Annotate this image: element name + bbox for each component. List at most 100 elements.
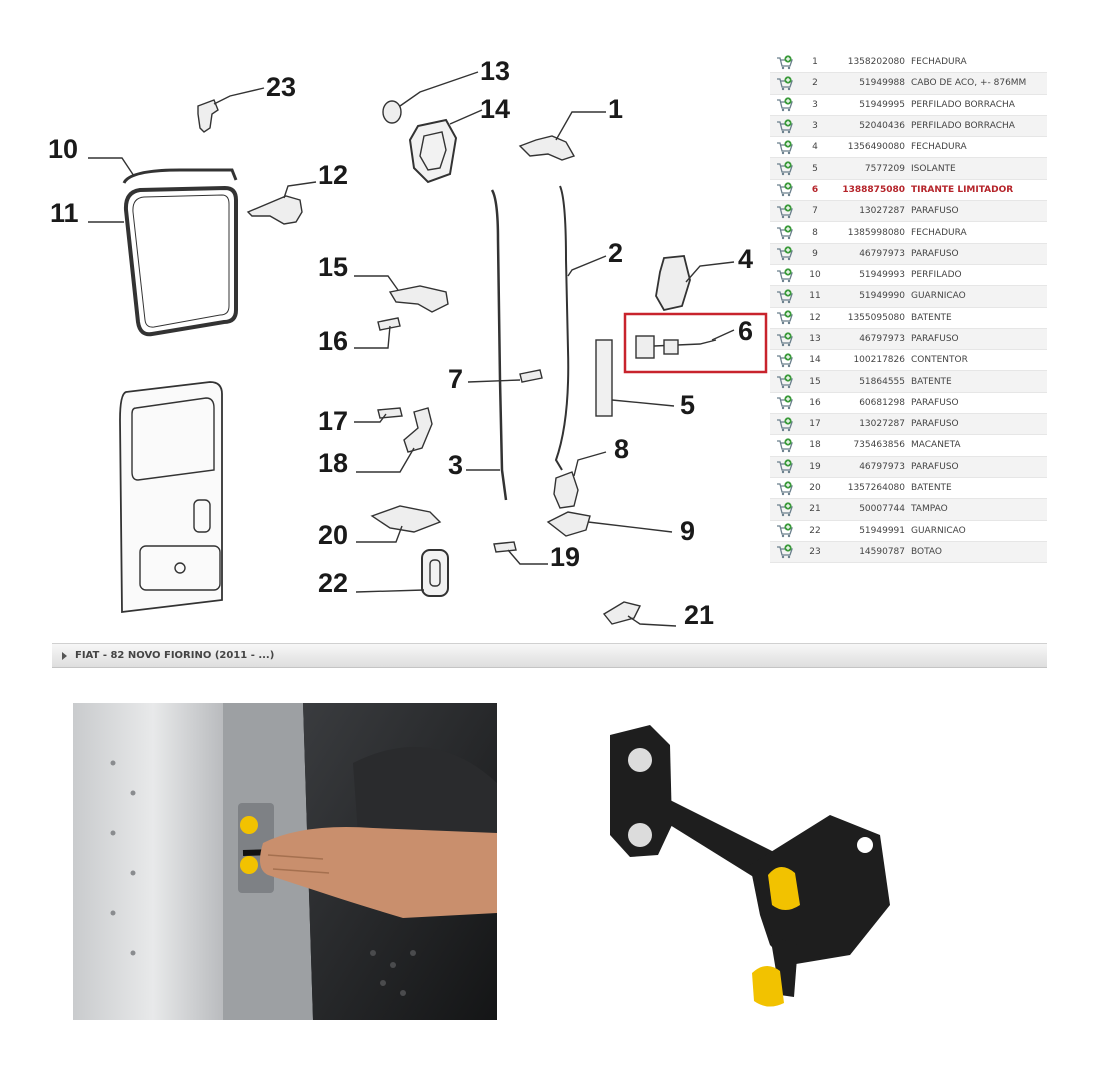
parts-table-row: 23 14590787 BOTAO [770, 541, 1047, 564]
part-code: 13027287 [830, 200, 911, 223]
hand [259, 827, 497, 918]
callout-5: 5 [680, 390, 696, 420]
yellow-stopper-upper [768, 866, 800, 910]
add-to-cart-icon[interactable] [776, 459, 794, 474]
add-to-cart-icon[interactable] [776, 480, 794, 496]
part-description: TIRANTE LIMITADOR [911, 179, 1047, 202]
add-to-cart-icon[interactable] [776, 502, 794, 517]
limiter-stopper-lower [240, 856, 258, 874]
add-to-cart-icon[interactable] [776, 246, 794, 261]
part-code: 50007744 [830, 498, 911, 521]
add-to-cart-icon[interactable] [776, 97, 794, 112]
callout-23: 23 [266, 72, 297, 102]
part-position: 13 [800, 328, 830, 351]
part-description: ISOLANTE [911, 157, 1047, 180]
part-description: PARAFUSO [911, 200, 1047, 223]
add-to-cart-icon[interactable] [776, 544, 794, 559]
part-17-screw [377, 407, 403, 419]
part-14-container [408, 118, 458, 184]
add-to-cart-icon[interactable] [776, 55, 794, 70]
part-code: 13027287 [830, 413, 911, 436]
installation-photo [73, 703, 497, 1020]
parts-table-row: 7 13027287 PARAFUSO [770, 200, 1047, 223]
add-to-cart-icon[interactable] [776, 395, 794, 410]
add-to-cart-icon[interactable] [776, 204, 794, 219]
part-19-screw [493, 541, 517, 553]
parts-table-row: 21 50007744 TAMPAO [770, 498, 1047, 521]
add-to-cart-icon[interactable] [776, 161, 794, 176]
parts-table: 1 1358202080 FECHADURA 2 51949988 CABO D… [770, 52, 1047, 564]
parts-table-row: 3 52040436 PERFILADO BORRACHA [770, 115, 1047, 138]
part-description: MACANETA [911, 434, 1047, 457]
parts-table-row: 13 46797973 PARAFUSO [770, 328, 1047, 351]
callout-17: 17 [318, 406, 349, 436]
part-position: 3 [800, 115, 830, 138]
part-description: FECHADURA [911, 52, 1047, 74]
add-to-cart-icon[interactable] [776, 374, 794, 389]
expand-arrow-icon[interactable] [62, 652, 67, 660]
part-code: 51949993 [830, 264, 911, 287]
part-10-seal-strip [122, 168, 238, 184]
add-to-cart-icon[interactable] [776, 140, 794, 155]
add-to-cart-icon[interactable] [776, 268, 794, 283]
part-code: 14590787 [830, 541, 911, 564]
callout-9: 9 [680, 516, 696, 546]
part-3-rod [490, 189, 508, 501]
add-to-cart-icon[interactable] [776, 310, 794, 325]
part-code: 46797973 [830, 456, 911, 478]
part-position: 3 [800, 94, 830, 116]
parts-table-row: 3 51949995 PERFILADO BORRACHA [770, 94, 1047, 116]
part-8-lock [553, 471, 579, 509]
add-to-cart-icon[interactable] [776, 353, 794, 368]
callout-7: 7 [448, 364, 464, 394]
part-description: FECHADURA [911, 221, 1047, 244]
callout-2: 2 [608, 238, 624, 268]
parts-table-row: 5 7577209 ISOLANTE [770, 157, 1047, 180]
add-to-cart-icon[interactable] [776, 331, 794, 347]
part-6-highlight-box [623, 312, 768, 374]
part-description: BATENTE [911, 370, 1047, 393]
part-9-plate [546, 511, 591, 537]
parts-table-row: 11 51949990 GUARNICAO [770, 285, 1047, 308]
callout-13: 13 [480, 56, 511, 86]
part-code: 1358202080 [830, 52, 911, 74]
part-22-grommet [421, 549, 449, 597]
model-bar[interactable]: FIAT - 82 NOVO FIORINO (2011 - ...) [52, 643, 1047, 668]
part-11-window-seal [123, 185, 238, 337]
part-4-latch [655, 255, 691, 312]
part-5-insulator [595, 339, 613, 417]
add-to-cart-icon[interactable] [776, 182, 794, 197]
callout-8: 8 [614, 434, 630, 464]
limiter-bracket-left [610, 725, 672, 857]
part-description: FECHADURA [911, 136, 1047, 159]
part-position: 21 [800, 498, 830, 521]
callout-22: 22 [318, 568, 349, 598]
part-code: 1355095080 [830, 307, 911, 329]
part-code: 51949988 [830, 72, 911, 95]
part-description: BATENTE [911, 307, 1047, 329]
part-code: 51949990 [830, 285, 911, 308]
parts-table-row: 8 1385998080 FECHADURA [770, 221, 1047, 244]
part-code: 51949995 [830, 94, 911, 116]
part-position: 23 [800, 541, 830, 564]
callout-3: 3 [448, 450, 464, 480]
add-to-cart-icon[interactable] [776, 118, 794, 134]
add-to-cart-icon[interactable] [776, 438, 794, 453]
part-description: TAMPAO [911, 498, 1047, 521]
part-description: CABO DE ACO, +- 876MM [911, 72, 1047, 95]
callout-19: 19 [550, 542, 581, 572]
part-code: 1388875080 [830, 179, 911, 202]
yellow-stopper-lower [752, 965, 784, 1007]
callout-21: 21 [684, 600, 715, 630]
add-to-cart-icon[interactable] [776, 76, 794, 91]
part-description: CONTENTOR [911, 349, 1047, 372]
part-description: GUARNICAO [911, 285, 1047, 308]
add-to-cart-icon[interactable] [776, 523, 794, 538]
part-23-clip [197, 99, 219, 133]
add-to-cart-icon[interactable] [776, 289, 794, 304]
parts-table-row: 20 1357264080 BATENTE [770, 477, 1047, 500]
parts-table-row: 9 46797973 PARAFUSO [770, 243, 1047, 265]
add-to-cart-icon[interactable] [776, 417, 794, 432]
add-to-cart-icon[interactable] [776, 225, 794, 240]
callout-4: 4 [738, 244, 754, 274]
